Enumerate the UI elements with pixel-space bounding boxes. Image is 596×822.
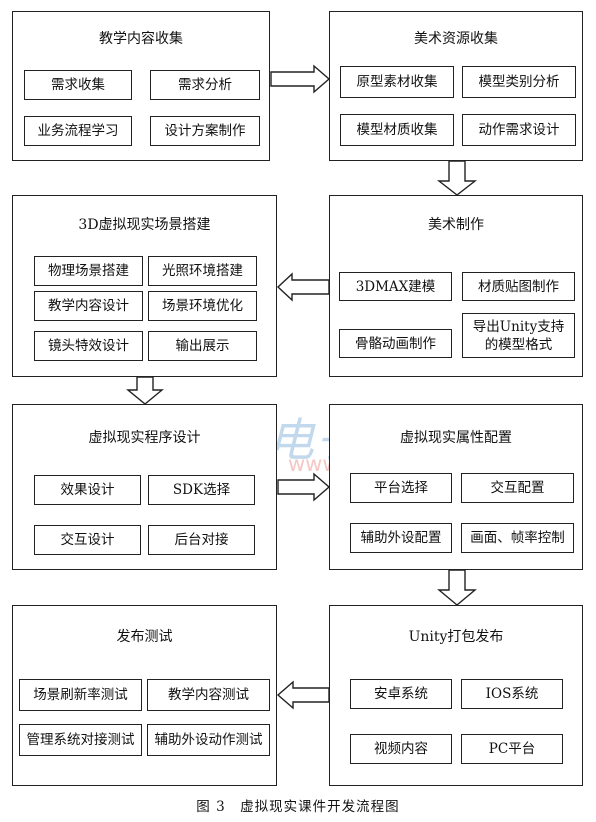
panel-title: 美术制作 xyxy=(428,217,484,233)
panel-title: Unity打包发布 xyxy=(408,629,504,645)
panel-title: 美术资源收集 xyxy=(414,31,498,47)
panel-vr-program-design: 虚拟现实程序设计 效果设计 SDK选择 交互设计 后台对接 xyxy=(12,404,277,570)
step-item: 后台对接 xyxy=(148,525,255,555)
panel-title: 教学内容收集 xyxy=(99,31,183,47)
panel-title: 3D虚拟现实场景搭建 xyxy=(78,217,211,233)
step-item: 交互配置 xyxy=(461,473,574,503)
panel-title: 虚拟现实属性配置 xyxy=(400,430,512,446)
step-item: 原型素材收集 xyxy=(340,66,454,98)
panel-unity-publish: Unity打包发布 安卓系统 IOS系统 视频内容 PC平台 xyxy=(329,605,583,786)
step-item: 模型类别分析 xyxy=(462,66,576,98)
step-item: 管理系统对接测试 xyxy=(19,724,142,756)
step-item: 画面、帧率控制 xyxy=(461,523,574,553)
panel-3d-scene-building: 3D虚拟现实场景搭建 物理场景搭建 光照环境搭建 教学内容设计 场景环境优化 镜… xyxy=(12,195,277,377)
step-item: 导出Unity支持 的模型格式 xyxy=(462,313,575,358)
arrow-left xyxy=(276,680,330,710)
step-item: 动作需求设计 xyxy=(462,114,576,146)
panel-teaching-content-collection: 教学内容收集 需求收集 需求分析 业务流程学习 设计方案制作 xyxy=(12,11,270,161)
step-item: PC平台 xyxy=(461,734,563,764)
step-item: 辅助外设动作测试 xyxy=(147,724,270,756)
panel-vr-property-config: 虚拟现实属性配置 平台选择 交互配置 辅助外设配置 画面、帧率控制 xyxy=(329,404,583,570)
step-item: 设计方案制作 xyxy=(150,116,260,146)
arrow-down xyxy=(126,376,164,405)
step-item: SDK选择 xyxy=(148,475,255,505)
figure-caption: 图 3 虚拟现实课件开发流程图 xyxy=(196,799,400,815)
arrow-down xyxy=(437,569,477,606)
step-item: 场景刷新率测试 xyxy=(19,679,142,711)
arrow-left xyxy=(276,272,330,302)
step-item: 模型材质收集 xyxy=(340,114,454,146)
step-item: 光照环境搭建 xyxy=(148,256,257,286)
step-item: 镜头特效设计 xyxy=(34,331,143,361)
panel-title: 发布测试 xyxy=(116,629,173,645)
step-item: 场景环境优化 xyxy=(148,291,257,321)
step-item: 平台选择 xyxy=(350,473,452,503)
panel-title: 虚拟现实程序设计 xyxy=(88,430,201,446)
step-item: IOS系统 xyxy=(461,679,563,709)
step-item: 输出展示 xyxy=(148,331,257,361)
arrow-right xyxy=(277,472,331,502)
step-item: 需求收集 xyxy=(24,70,132,100)
step-item: 骨骼动画制作 xyxy=(339,329,452,358)
step-item: 物理场景搭建 xyxy=(34,256,143,286)
step-item: 交互设计 xyxy=(34,525,141,555)
step-item: 效果设计 xyxy=(34,475,141,505)
step-item: 材质贴图制作 xyxy=(462,272,575,301)
step-item: 3DMAX建模 xyxy=(339,272,452,301)
panel-art-resource-collection: 美术资源收集 原型素材收集 模型类别分析 模型材质收集 动作需求设计 xyxy=(329,11,583,161)
arrow-down xyxy=(436,160,478,196)
step-item: 安卓系统 xyxy=(350,679,452,709)
step-item: 业务流程学习 xyxy=(24,116,132,146)
step-item: 需求分析 xyxy=(150,70,260,100)
step-item: 教学内容测试 xyxy=(147,679,270,711)
step-item: 视频内容 xyxy=(350,734,452,764)
panel-art-production: 美术制作 3DMAX建模 材质贴图制作 骨骼动画制作 导出Unity支持 的模型… xyxy=(329,195,583,377)
arrow-right xyxy=(270,64,331,94)
panel-release-test: 发布测试 场景刷新率测试 教学内容测试 管理系统对接测试 辅助外设动作测试 xyxy=(12,605,277,786)
step-item: 教学内容设计 xyxy=(34,291,143,321)
step-item: 辅助外设配置 xyxy=(350,523,452,553)
